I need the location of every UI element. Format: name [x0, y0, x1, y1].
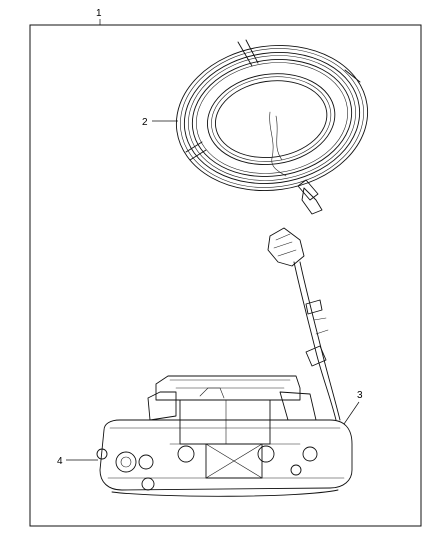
callout-2-label: 2 — [142, 117, 148, 128]
callout-3-label: 3 — [357, 390, 363, 401]
callout-3-leader — [343, 401, 360, 425]
callout-1-label: 1 — [96, 8, 102, 19]
callout-4-label: 4 — [57, 456, 63, 467]
lamp-housing-assembly — [96, 227, 353, 497]
wiring-harness-coil — [175, 39, 369, 215]
diagram-frame — [29, 24, 422, 527]
